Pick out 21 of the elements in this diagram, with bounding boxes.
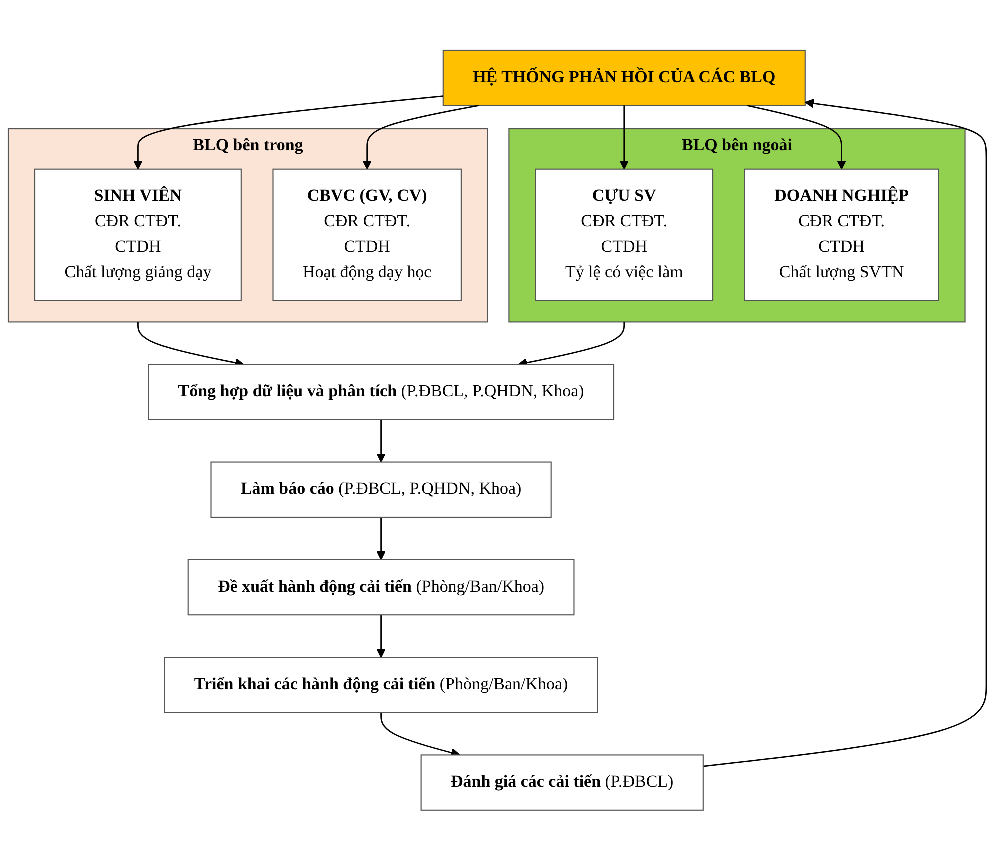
node-box [210,462,552,518]
node-box [420,754,704,811]
arrow [747,105,846,170]
arrow [134,96,444,170]
node-box [188,559,575,616]
node-box [442,50,806,106]
arrow [362,105,480,170]
node-box [34,168,242,302]
node-box [272,168,462,302]
arrow [376,420,386,463]
cluster [8,128,488,323]
node-box [164,657,598,714]
arrow [703,99,988,768]
flowchart: HỆ THỐNG PHẢN HỒI CỦA CÁC BLQ BLQ bên trong BLQ bên ngoài SINH VIÊN CĐR CTĐT. CTDH Chất lượng giảng dạy CBVC (GV, CV) CĐR CTĐT. CTDH Hoạt động dạy học CỰU SV CĐR CTĐT. CTDH Tỷ lệ có việc làm DOANH NGHIỆP CĐR CTĐT. CTDH Chất lượng SVTN Tổng hợp dữ liệu và phân tích (P.ĐBCL, P.QHDN, Khoa) Làm báo cáo (P.ĐBCL, P.QHDN, Khoa) Đề xuất hành động cải tiến (Phòng/Ban/Khoa) Triển khai các hành động cải tiến (Phòng/Ban/Khoa) Đánh giá các cải tiến (P.ĐBCL) [0,42,995,819]
arrow [376,518,386,560]
node-box [148,364,615,420]
arrow [376,615,386,658]
node-box [535,168,714,302]
node-box [744,168,940,302]
cluster [508,128,966,323]
arrow [620,106,630,170]
